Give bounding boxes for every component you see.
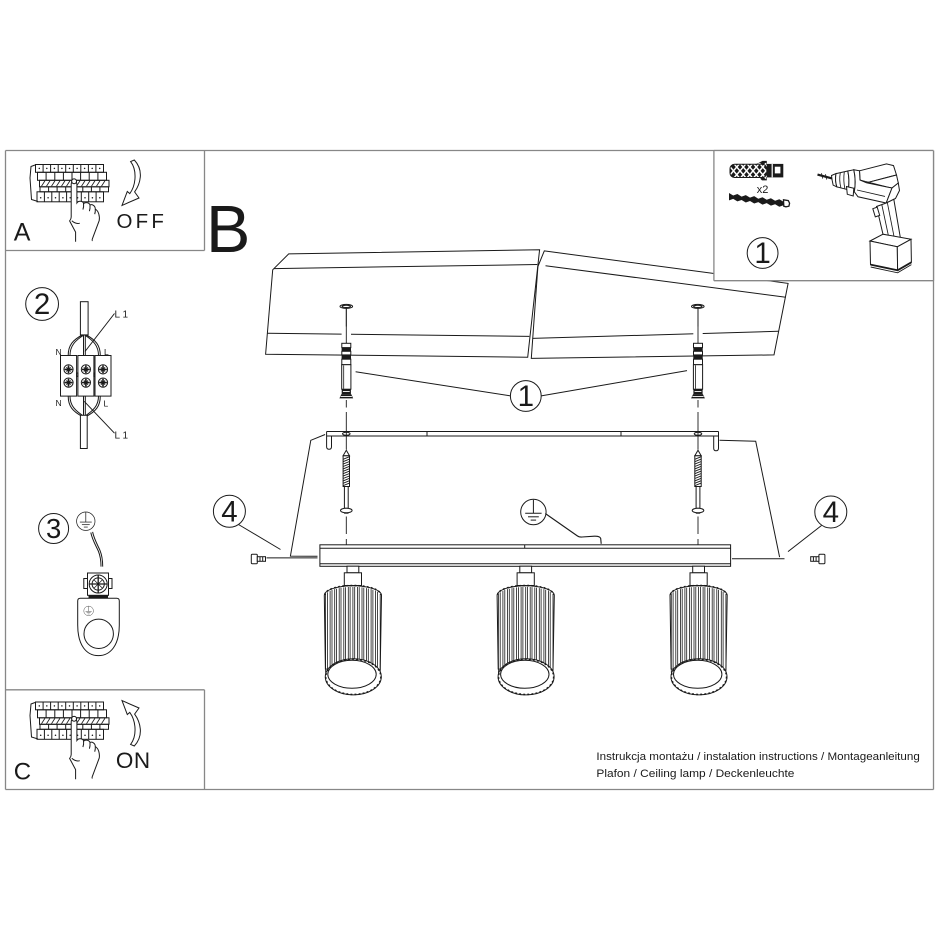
svg-text:B: B: [206, 193, 250, 267]
svg-text:N: N: [56, 347, 62, 357]
svg-text:L: L: [104, 347, 109, 357]
svg-text:x2: x2: [757, 184, 769, 196]
svg-text:L 1: L 1: [115, 310, 129, 321]
svg-text:N: N: [56, 398, 62, 408]
svg-text:4: 4: [823, 496, 839, 529]
svg-text:Instrukcja montażu / instalati: Instrukcja montażu / instalation instruc…: [596, 751, 919, 763]
svg-text:Plafon / Ceiling lamp / Decken: Plafon / Ceiling lamp / Deckenleuchte: [596, 768, 794, 780]
svg-text:OFF: OFF: [117, 210, 168, 233]
svg-text:A: A: [14, 218, 31, 246]
svg-text:2: 2: [34, 288, 50, 321]
svg-text:3: 3: [46, 513, 61, 544]
svg-text:4: 4: [221, 496, 237, 529]
svg-text:ON: ON: [116, 748, 151, 773]
svg-text:L: L: [104, 399, 109, 409]
svg-text:1: 1: [518, 380, 534, 413]
svg-text:L 1: L 1: [115, 430, 129, 441]
svg-text:C: C: [14, 759, 31, 786]
svg-text:1: 1: [754, 237, 770, 270]
